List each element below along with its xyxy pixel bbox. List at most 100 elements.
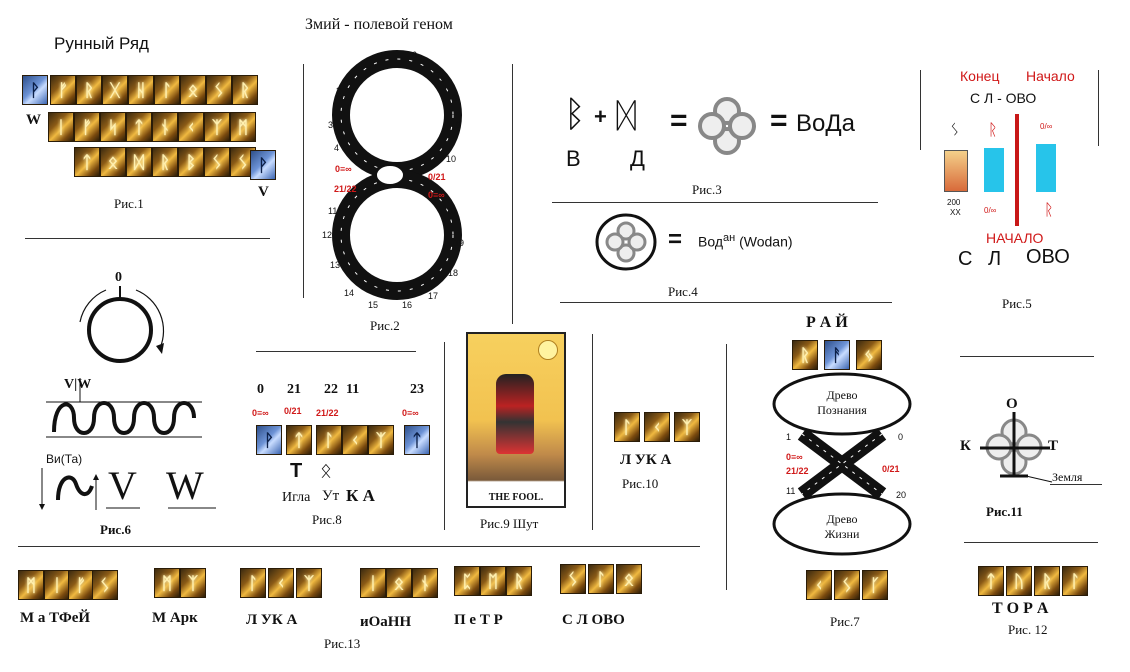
divider — [552, 202, 878, 203]
cyan-bar-right — [1036, 144, 1056, 192]
rune-tile: ᛚ — [316, 425, 342, 455]
rune-tile: ᛁ — [44, 570, 70, 600]
rune-tile: ᚠ — [68, 570, 94, 600]
rune-tile: ᚱ — [152, 147, 178, 177]
fig7-num: 0/21 — [882, 464, 900, 474]
divider — [256, 351, 416, 352]
rune-tile: ᚱ — [232, 75, 258, 105]
rune-tile: ᛊ — [206, 75, 232, 105]
fig13-word: М Арк — [152, 610, 198, 626]
divider — [1098, 70, 1099, 146]
fig2-number: 9 — [456, 120, 462, 130]
fig13-caption: Рис.13 — [324, 636, 361, 651]
rune-tile: ᚱ — [506, 566, 532, 596]
divider — [1050, 484, 1102, 485]
fig2-mark: 0≡∞ — [335, 164, 352, 174]
divider — [18, 546, 700, 547]
fig4-caption: Рис.4 — [668, 284, 698, 299]
fig7-num: 1 — [786, 432, 792, 442]
fig1-w-label: W — [26, 112, 41, 128]
fig11-zemlya: Земля — [1052, 470, 1083, 484]
rune-tile: ᛗ — [154, 568, 180, 598]
rune-tile: ᛟ — [386, 568, 412, 598]
cyan-bar-left — [984, 148, 1004, 192]
rune-tile: ᛏ — [126, 112, 152, 142]
fig6-drawing — [39, 286, 216, 510]
rune-tile: ᛗ — [230, 112, 256, 142]
divider — [964, 542, 1098, 543]
fig2-number: 20 — [446, 206, 457, 216]
red-divider-bar — [1015, 114, 1019, 226]
rune-tile: ᛚ — [154, 75, 180, 105]
fig2-mark: 0≡∞ — [428, 190, 445, 200]
fig11-o: О — [1006, 396, 1018, 412]
fig2-number: 13 — [330, 260, 341, 270]
rune-tile: ᛟ — [180, 75, 206, 105]
fig13-word: М а ТФеЙ — [20, 610, 91, 626]
fig6-caption: Рис.6 — [100, 522, 131, 537]
cross-flower-icon — [980, 412, 1053, 483]
divider — [960, 356, 1094, 357]
rune-tile: ᛊ — [560, 564, 586, 594]
fig3-eq1: = — [670, 104, 688, 137]
fig8-num: 11 — [346, 382, 360, 397]
rune-s-icon: ᛊ — [950, 120, 960, 139]
rune-tile: ᚺ — [128, 75, 154, 105]
rune-tile: ᛏ — [404, 425, 430, 455]
fig8-bottom3: К А — [346, 486, 375, 505]
rune-tile: ᚢ — [1006, 566, 1032, 596]
fig2-number: 19 — [454, 238, 465, 248]
rune-tile: ᛟ — [100, 147, 126, 177]
fool-card-title: THE FOOL. — [488, 492, 544, 503]
rune-tile: ᛉ — [180, 568, 206, 598]
rune-tile: ᚷ — [102, 75, 128, 105]
rune-tile: ᚠ — [74, 112, 100, 142]
rune-tile: ᛉ — [674, 412, 700, 442]
rune-tile: ᚴ — [862, 570, 888, 600]
fig2-number: 8 — [452, 93, 458, 103]
fig4-text-main: Вод — [698, 233, 723, 250]
serpent-figure-eight — [332, 50, 462, 300]
fig5-word2a: С — [958, 248, 973, 270]
fig2-number: 18 — [448, 268, 459, 278]
fig6-zero: 0 — [115, 270, 122, 285]
fig6-vita: Ви(Та) — [46, 452, 83, 466]
rune-tile: ᛁ — [360, 568, 386, 598]
rune-tile: ᛋ — [100, 112, 126, 142]
rune-d-glyph: ᛞ — [616, 96, 637, 136]
fig7-num: 0≡∞ — [786, 452, 803, 462]
rune-tile: ᛒ — [178, 147, 204, 177]
rune-tile: ᛗ — [18, 570, 44, 600]
fig3-b-label: В — [566, 146, 581, 171]
fig13-word: Л УК А — [246, 612, 298, 628]
needle-t-icon: T — [290, 460, 303, 482]
circled-flower-icon — [595, 213, 657, 271]
fig6-w: W — [166, 463, 204, 508]
fig8-mark: 0≡∞ — [402, 408, 419, 418]
fig5-word2c: ОВО — [1026, 246, 1070, 268]
fig7-trees — [772, 372, 912, 556]
fig12-caption: Рис. 12 — [1008, 622, 1048, 637]
rune-tile: ᚱ — [792, 340, 818, 370]
rune-tile: ᛚ — [614, 412, 640, 442]
fig4-text-paren: (Wodan) — [735, 233, 793, 250]
fig8-num: 0 — [257, 382, 264, 397]
fig1-title: Рунный Ряд — [54, 34, 149, 53]
fig5-card-num: 200 — [947, 198, 961, 207]
fig8-caption: Рис.8 — [312, 512, 342, 527]
fig13-word: С Л ОВО — [562, 612, 625, 628]
rune-tile: ᚲ — [178, 112, 204, 142]
rune-tile: ᛊ — [204, 147, 230, 177]
rune-tile: ᛞ — [126, 147, 152, 177]
fig3-eq2: = — [770, 104, 788, 137]
fig5-start-label: Начало — [1026, 68, 1075, 84]
fig2-number: 4 — [334, 143, 340, 153]
tarot-fool-card: THE FOOL. — [466, 332, 566, 508]
rune-tile: ᛚ — [588, 564, 614, 594]
fig2-number: 1 — [345, 102, 351, 112]
fig7-title: Р А Й — [806, 314, 848, 331]
fig7-num: 20 — [896, 490, 907, 500]
fig1-v-label: V — [258, 184, 269, 200]
divider — [444, 342, 445, 530]
rune-r-icon: ᚱ — [1044, 200, 1054, 219]
